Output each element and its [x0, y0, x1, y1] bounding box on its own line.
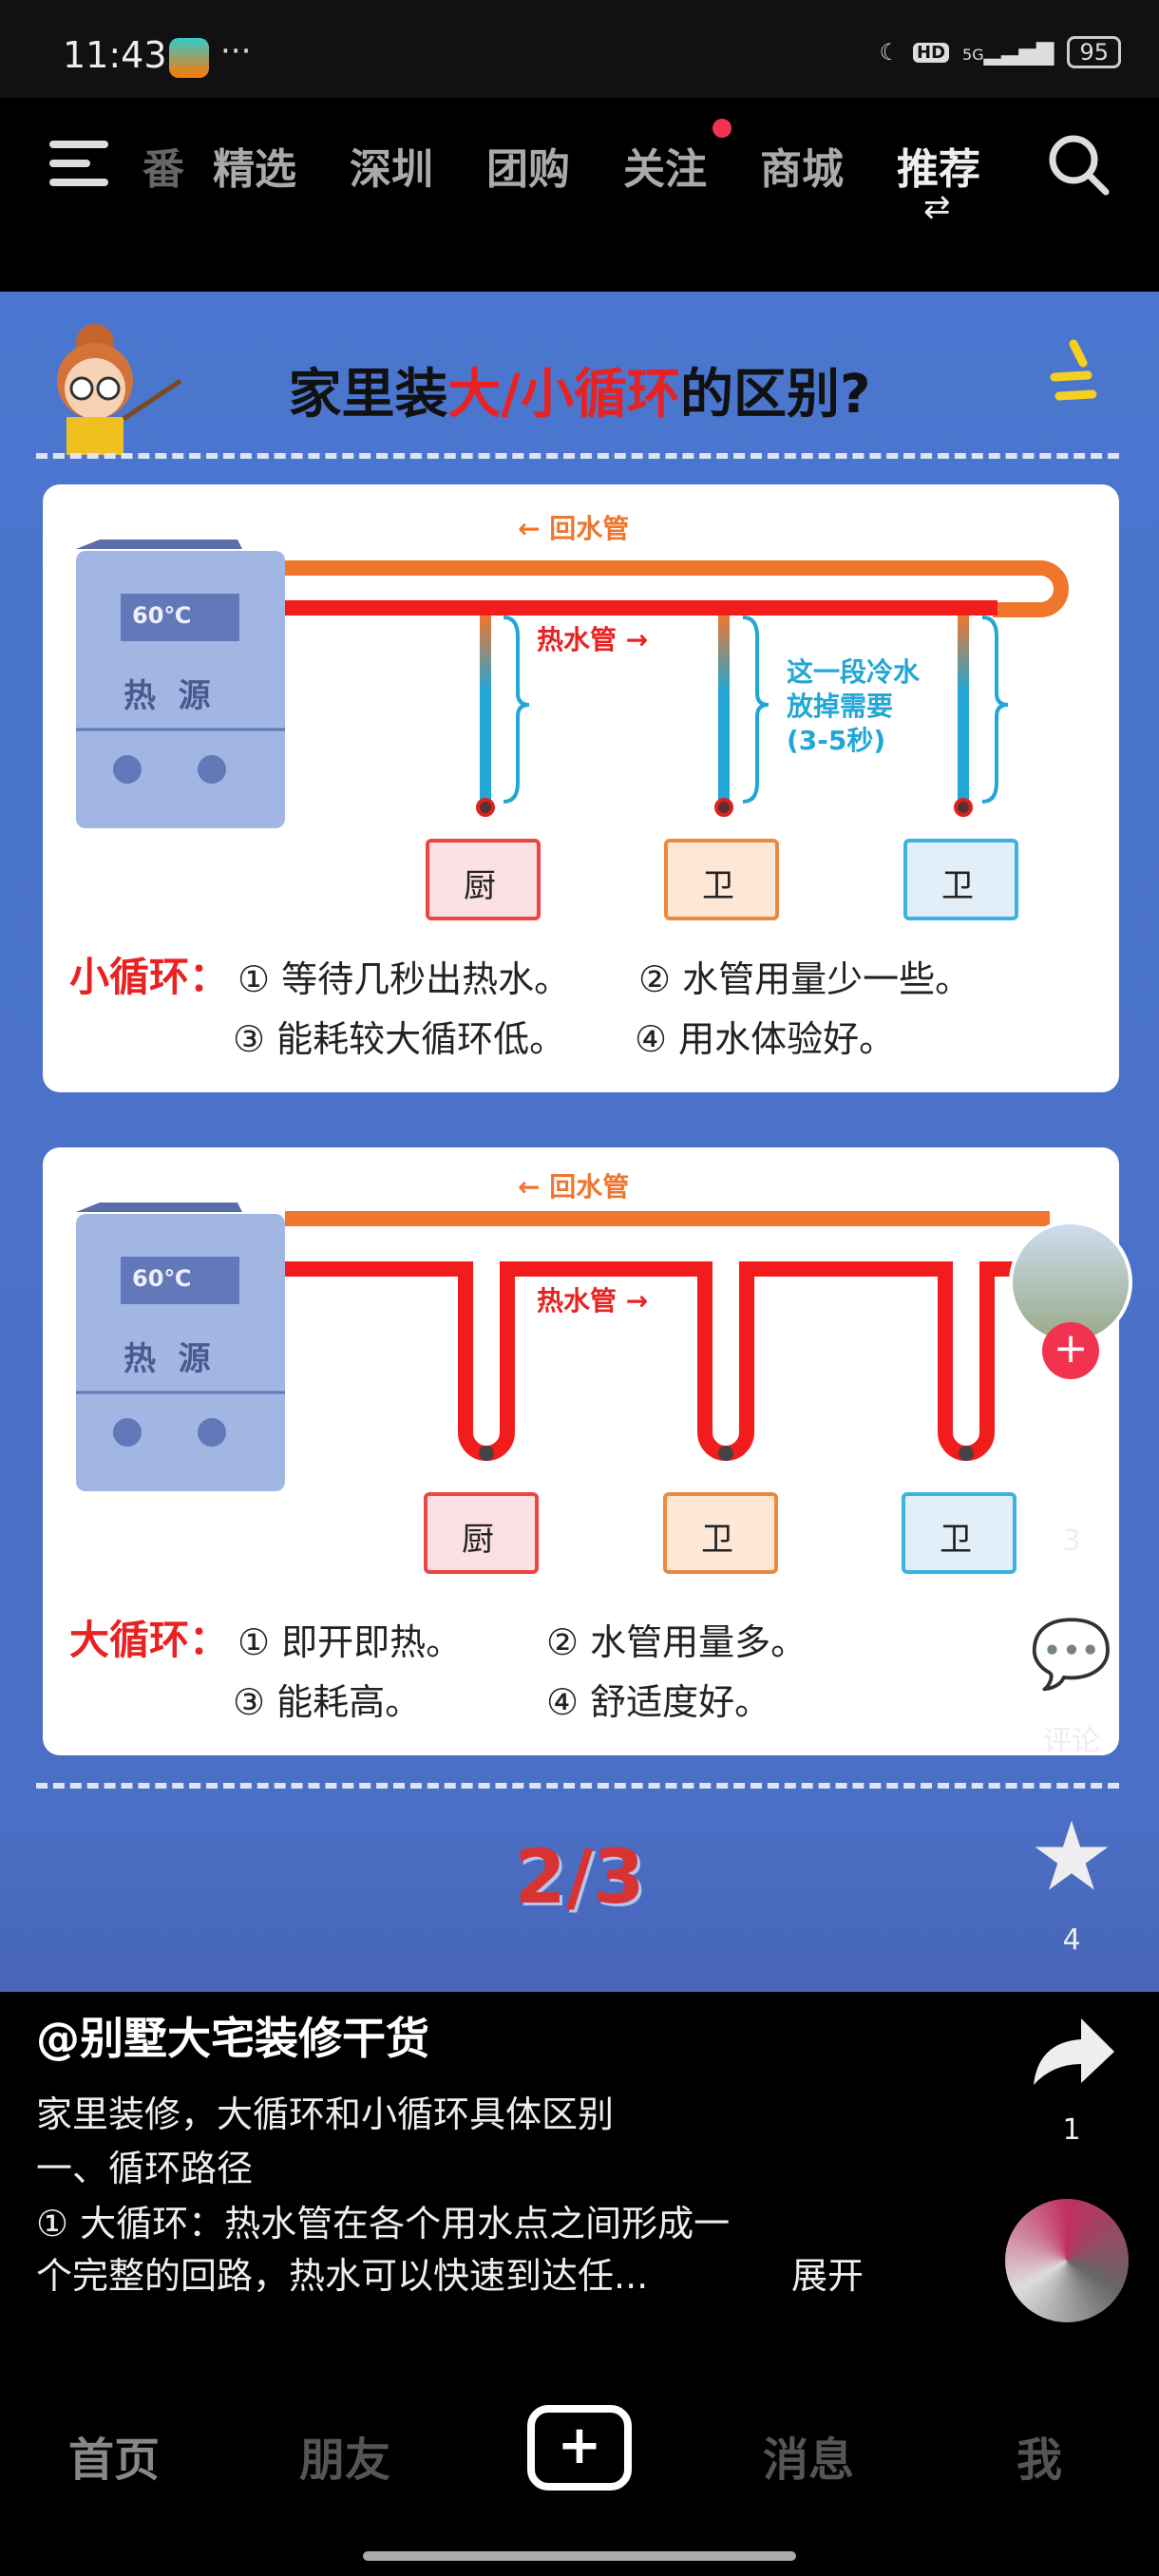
follow-plus-icon[interactable]: + [1042, 1322, 1099, 1379]
temperature: 60℃ [132, 602, 192, 629]
heat-source-label: 热 源 [124, 677, 211, 715]
caption-line: 一、循环路径 [36, 2148, 254, 2189]
hot-pipe-label: 热水管 → [537, 1285, 649, 1316]
return-pipe-label: ← 回水管 [518, 513, 630, 544]
like-heart-icon[interactable]: ♥ [1033, 1434, 1111, 1534]
big-point: ④ 舒适度好。 [546, 1681, 771, 1723]
favorite-count: 4 [1062, 1923, 1081, 1957]
music-disc-avatar[interactable] [1005, 2199, 1129, 2322]
moon-icon: ☾ [879, 39, 901, 66]
small-loop-card: ← 回水管 60℃ 热 源 热水管 → 这一段冷水放掉需要(3-5秒) 厨 卫 … [43, 484, 1119, 1092]
spark-icon [1050, 339, 1097, 401]
teacher-illustration [57, 324, 182, 455]
small-point: ② 水管用量少一些。 [638, 958, 972, 1000]
signal-icon: 5G▂▃▅▇ [962, 39, 1054, 66]
favorite-star-icon[interactable]: ★ [1029, 1801, 1114, 1912]
tab-mall[interactable]: 商城 [760, 145, 844, 194]
notification-dot [712, 119, 732, 138]
caption-line: 家里装修，大循环和小循环具体区别 [36, 2093, 615, 2135]
caption-line: 个完整的回路，热水可以快速到达任... [36, 2255, 649, 2297]
divider [36, 453, 1119, 459]
post-title: 家里装大/小循环的区别? [288, 364, 871, 426]
room-bathroom: 卫 [941, 867, 974, 905]
big-point: ③ 能耗高。 [233, 1681, 422, 1723]
page-indicator: 2/3 [514, 1835, 645, 1921]
big-loop-label: 大循环： [69, 1617, 230, 1663]
create-post-button[interactable]: + [527, 2405, 632, 2491]
author-name[interactable]: @别墅大宅装修干货 [36, 2013, 429, 2064]
more-notifications-icon: ··· [220, 32, 252, 70]
big-point: ② 水管用量多。 [546, 1621, 808, 1663]
share-icon[interactable] [1024, 2009, 1119, 2094]
tab-recommend[interactable]: 推荐 [897, 145, 980, 194]
post-image[interactable]: 家里装大/小循环的区别? ← 回水管 60℃ 热 源 热水管 → 这一段冷水放掉… [0, 292, 1159, 1992]
heat-source-label: 热 源 [124, 1340, 211, 1378]
divider [36, 1783, 1119, 1789]
room-bathroom: 卫 [701, 1521, 733, 1559]
big-loop-card: ← 回水管 60℃ 热 源 热水管 → 厨 卫 卫 大循环： ① 即开即热。 ②… [43, 1147, 1119, 1755]
hd-icon: HD [913, 42, 950, 63]
search-icon[interactable] [1045, 131, 1112, 198]
caption-line: ① 大循环：热水管在各个用水点之间形成一 [36, 2203, 731, 2245]
room-kitchen: 厨 [464, 867, 496, 905]
bottom-tab-messages[interactable]: 消息 [763, 2434, 855, 2487]
bottom-tab-friends[interactable]: 朋友 [299, 2434, 391, 2487]
room-bathroom: 卫 [702, 867, 734, 905]
hot-pipe-label: 热水管 → [537, 624, 649, 655]
top-nav: 番 精选 深圳 团购 关注 商城 推荐 ⇄ [0, 98, 1159, 292]
status-bar: 11:43 ··· ☾ HD 5G▂▃▅▇ 95 [0, 0, 1159, 98]
share-count: 1 [1062, 2113, 1081, 2147]
tab-partial[interactable]: 番 [142, 145, 184, 194]
room-bathroom: 卫 [940, 1521, 972, 1559]
expand-button[interactable]: 展开 [791, 2255, 864, 2297]
tab-featured[interactable]: 精选 [213, 145, 296, 194]
like-count: 3 [1062, 1525, 1081, 1558]
battery-icon: 95 [1067, 36, 1121, 68]
comment-icon[interactable]: 💬 [1030, 1615, 1113, 1693]
clock: 11:43 [63, 34, 167, 76]
swap-icon[interactable]: ⇄ [923, 188, 951, 226]
menu-icon[interactable] [49, 141, 108, 186]
big-loop-diagram [76, 1203, 1050, 1574]
bottom-tab-home[interactable]: 首页 [68, 2434, 161, 2487]
return-pipe-label: ← 回水管 [518, 1171, 630, 1203]
bottom-tab-me[interactable]: 我 [1016, 2434, 1063, 2487]
small-loop-label: 小循环： [69, 954, 230, 1000]
room-kitchen: 厨 [462, 1521, 494, 1559]
comment-label: 评论 [1043, 1725, 1100, 1758]
small-point: ① 等待几秒出热水。 [238, 958, 571, 1000]
tab-following[interactable]: 关注 [623, 145, 707, 194]
small-loop-diagram [76, 540, 1069, 920]
small-point: ④ 用水体验好。 [635, 1018, 896, 1060]
tab-shenzhen[interactable]: 深圳 [350, 145, 433, 194]
temperature: 60℃ [132, 1265, 192, 1292]
app-notification-icon [169, 38, 209, 78]
small-point: ③ 能耗较大循环低。 [233, 1018, 566, 1060]
home-indicator[interactable] [363, 2551, 796, 2561]
cold-water-note: 这一段冷水放掉需要(3-5秒) [787, 656, 921, 756]
big-point: ① 即开即热。 [238, 1621, 463, 1663]
tab-groupbuy[interactable]: 团购 [486, 145, 570, 194]
